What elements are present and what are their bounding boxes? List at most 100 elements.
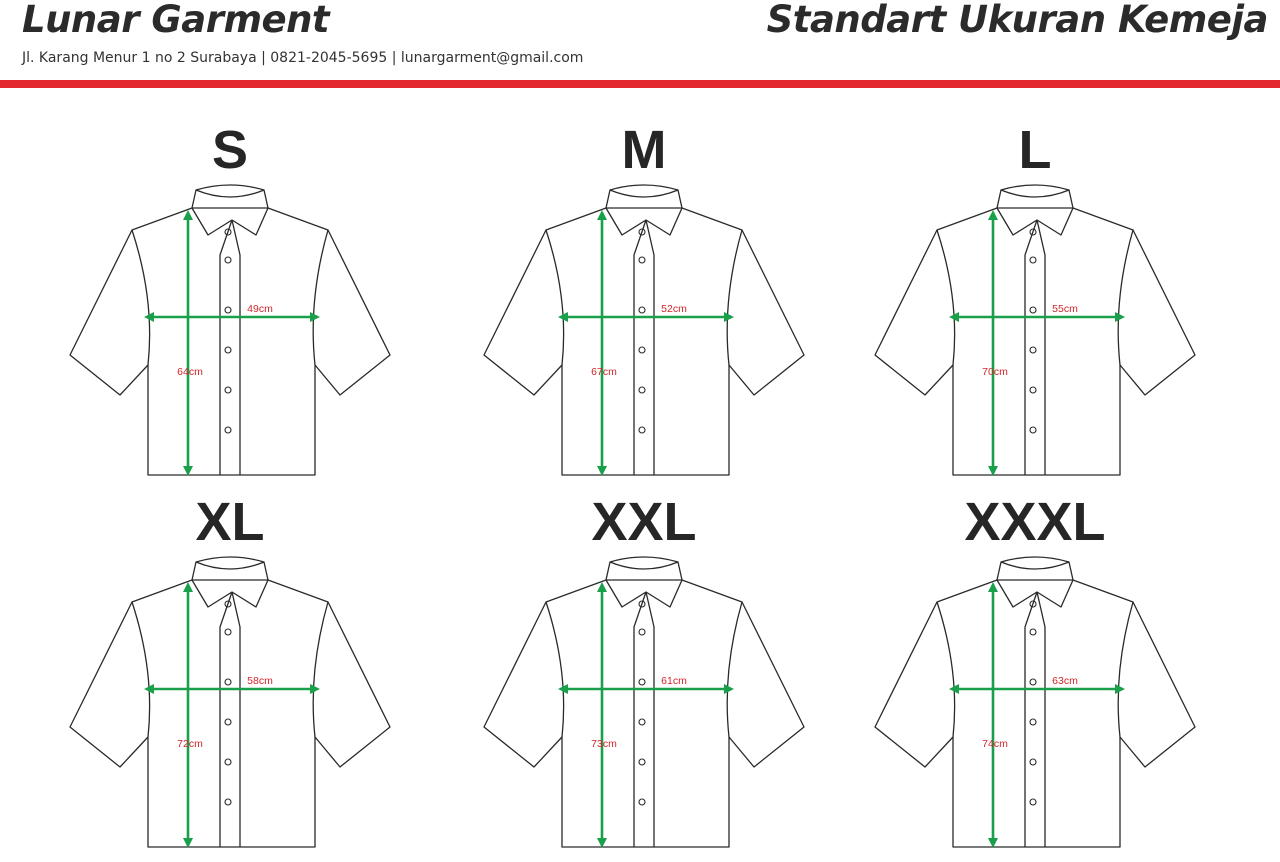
shirt-button (1029, 718, 1037, 726)
width-measurement: 52cm (661, 303, 687, 315)
right-sleeve-seam (1117, 229, 1134, 366)
shirt-button (1029, 798, 1037, 806)
shirt-body-outline (483, 207, 805, 476)
length-arrow-head (597, 210, 607, 220)
size-label: L (1018, 120, 1052, 180)
shirt-button (224, 628, 232, 636)
size-card-xxxl: XXXL 63cm 74cm (874, 492, 1235, 862)
shirt-button (638, 386, 646, 394)
left-sleeve-seam (545, 601, 565, 738)
collar-and-placket (191, 556, 269, 847)
shirt-body-outline (483, 579, 805, 848)
shirt-button (1029, 386, 1037, 394)
width-arrow-head (1115, 312, 1125, 322)
left-sleeve-seam (936, 601, 956, 738)
right-sleeve-seam (312, 601, 329, 738)
shirt-button (638, 426, 646, 434)
header-divider (0, 80, 1280, 88)
shirt-button (1029, 256, 1037, 264)
shirt-body-outline (69, 207, 391, 476)
size-label: XXXL (964, 492, 1106, 552)
width-measurement: 61cm (661, 675, 687, 687)
shirt-button (224, 346, 232, 354)
length-arrow-head (988, 838, 998, 848)
shirt-button (1029, 628, 1037, 636)
shirt-button (638, 628, 646, 636)
shirt-body-outline (69, 579, 391, 848)
width-arrow-head (310, 684, 320, 694)
shirt-button (638, 798, 646, 806)
width-arrow-head (724, 684, 734, 694)
shirt-button (224, 228, 232, 236)
shirt-button (224, 678, 232, 686)
shirt-button (224, 256, 232, 264)
length-measurement: 74cm (982, 738, 1008, 750)
width-arrow-head (310, 312, 320, 322)
left-sleeve-seam (545, 229, 565, 366)
shirt-drawing: 58cm 72cm (69, 556, 391, 848)
shirt-button (638, 256, 646, 264)
size-label: M (621, 120, 667, 180)
contact-line: Jl. Karang Menur 1 no 2 Surabaya | 0821-… (22, 50, 584, 66)
shirt-button (1029, 228, 1037, 236)
length-measurement: 64cm (177, 366, 203, 378)
shirt-button (638, 228, 646, 236)
length-arrow-head (183, 582, 193, 592)
shirt-button (638, 600, 646, 608)
width-arrow-head (558, 312, 568, 322)
shirt-button (1029, 678, 1037, 686)
shirt-button (1029, 346, 1037, 354)
shirt-body-outline (874, 207, 1196, 476)
size-label: S (211, 120, 249, 180)
right-sleeve-seam (312, 229, 329, 366)
length-arrow-head (988, 582, 998, 592)
shirt-button (638, 306, 646, 314)
shirt-button (1029, 426, 1037, 434)
shirt-button (224, 306, 232, 314)
collar-and-placket (996, 184, 1074, 475)
right-sleeve-seam (726, 601, 743, 738)
width-arrow-head (949, 312, 959, 322)
collar-and-placket (191, 184, 269, 475)
shirt-button (638, 758, 646, 766)
width-measurement: 49cm (247, 303, 273, 315)
collar-and-placket (996, 556, 1074, 847)
width-arrow-head (1115, 684, 1125, 694)
right-sleeve-seam (1117, 601, 1134, 738)
width-measurement: 63cm (1052, 675, 1078, 687)
length-arrow-head (183, 838, 193, 848)
length-arrow-head (988, 210, 998, 220)
length-arrow-head (597, 838, 607, 848)
shirt-drawing: 63cm 74cm (874, 556, 1196, 848)
page-header: Lunar Garment Standart Ukuran Kemeja Jl.… (0, 0, 1280, 92)
left-sleeve-seam (131, 601, 151, 738)
width-measurement: 58cm (247, 675, 273, 687)
length-arrow-head (597, 466, 607, 476)
left-sleeve-seam (131, 229, 151, 366)
shirt-button (224, 758, 232, 766)
length-arrow-head (988, 466, 998, 476)
size-card-s: S 49cm 64cm (69, 120, 430, 490)
width-arrow-head (724, 312, 734, 322)
collar-and-placket (605, 556, 683, 847)
shirt-button (1029, 600, 1037, 608)
shirt-button (224, 600, 232, 608)
length-measurement: 72cm (177, 738, 203, 750)
length-arrow-head (183, 210, 193, 220)
collar-and-placket (605, 184, 683, 475)
width-arrow-head (949, 684, 959, 694)
shirt-button (1029, 306, 1037, 314)
width-arrow-head (144, 312, 154, 322)
size-label: XXL (591, 492, 697, 552)
shirt-button (224, 718, 232, 726)
shirt-button (638, 678, 646, 686)
left-sleeve-seam (936, 229, 956, 366)
width-arrow-head (558, 684, 568, 694)
shirt-button (224, 386, 232, 394)
